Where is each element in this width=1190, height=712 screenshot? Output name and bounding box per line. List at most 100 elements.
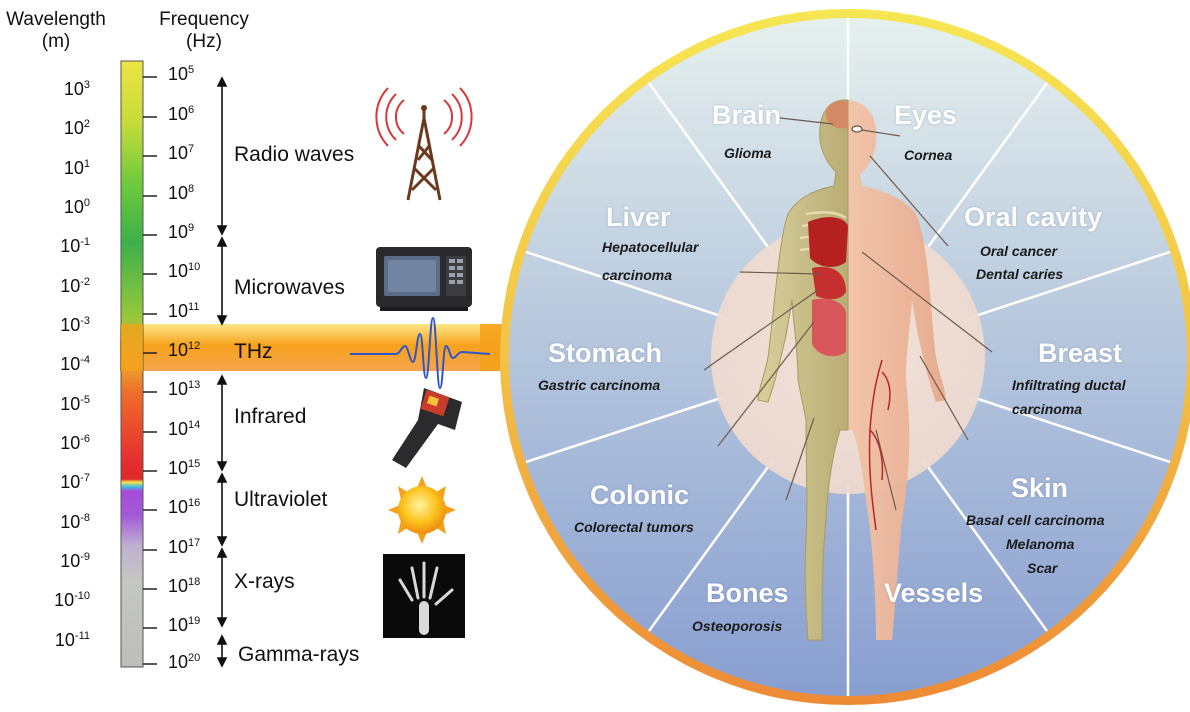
wavelength-tick-base: 10 — [60, 276, 81, 296]
skin-half — [845, 100, 946, 640]
band-label-radio: Radio waves — [234, 143, 355, 166]
wavelength-tick-exponent: 3 — [83, 79, 90, 91]
frequency-tick-9: 1014 — [168, 419, 200, 440]
frequency-tick-exponent: 9 — [188, 222, 195, 234]
pointer-lines — [703, 117, 993, 511]
wavelength-tick-base: 10 — [60, 236, 81, 256]
wavelength-tick-1: 102 — [10, 118, 90, 139]
organ-oral-cavity: Oral cavity — [964, 202, 1103, 232]
frequency-tick-base: 10 — [168, 576, 189, 596]
frequency-tick-5: 1010 — [168, 261, 200, 282]
frequency-tick-base: 10 — [168, 458, 189, 478]
stomach-organ — [812, 266, 846, 300]
organ-bones: Bones — [706, 578, 789, 608]
band-label-xrays: X-rays — [234, 570, 295, 593]
liver-organ — [808, 217, 848, 267]
frequency-tick-14: 1019 — [168, 615, 200, 636]
frequency-tick-base: 10 — [168, 301, 189, 321]
frequency-tick-exponent: 8 — [188, 183, 195, 195]
radio-tower-icon — [375, 87, 473, 201]
frequency-tick-13: 1018 — [168, 576, 200, 597]
brain-organ — [826, 100, 848, 129]
wavelength-tick-0: 103 — [10, 79, 90, 100]
disease-oral-1: Oral cancer — [980, 243, 1058, 259]
disease-skin-2: Melanoma — [1006, 536, 1075, 552]
frequency-tick-base: 10 — [168, 104, 189, 124]
sun-icon — [388, 476, 456, 544]
band-range-arrows — [216, 76, 228, 668]
frequency-tick-base: 10 — [168, 419, 189, 439]
wavelength-tick-7: 10-4 — [10, 354, 90, 375]
frequency-tick-exponent: 13 — [188, 379, 201, 391]
frequency-tick-base: 10 — [168, 615, 189, 635]
frequency-title: Frequency — [159, 9, 249, 30]
frequency-tick-10: 1015 — [168, 458, 200, 479]
wavelength-tick-base: 10 — [63, 79, 84, 99]
frequency-tick-base: 10 — [168, 64, 189, 84]
microwave-icon — [376, 247, 472, 311]
wavelength-tick-base: 10 — [60, 394, 81, 414]
wavelength-tick-base: 10 — [54, 590, 75, 610]
vessels — [868, 359, 891, 531]
frequency-tick-4: 109 — [168, 222, 194, 243]
wavelength-tick-exponent: 0 — [83, 197, 90, 209]
wavelength-tick-3: 100 — [10, 197, 90, 218]
disease-breast-2: carcinoma — [1012, 401, 1083, 417]
wavelength-tick-6: 10-3 — [10, 315, 90, 336]
wavelength-tick-base: 10 — [54, 630, 75, 650]
frequency-tick-exponent: 11 — [188, 301, 200, 313]
wavelength-tick-9: 10-6 — [10, 433, 90, 454]
disease-liver-2: carcinoma — [602, 267, 673, 283]
wavelength-tick-base: 10 — [60, 315, 81, 335]
frequency-tick-exponent: 18 — [188, 576, 201, 588]
frequency-tick-exponent: 20 — [188, 652, 201, 664]
wavelength-tick-exponent: 2 — [83, 118, 90, 130]
frequency-tick-12: 1017 — [168, 537, 200, 558]
frequency-tick-base: 10 — [168, 340, 189, 360]
wavelength-tick-exponent: -8 — [80, 512, 90, 524]
organ-skin: Skin — [1011, 473, 1069, 503]
organ-eyes: Eyes — [894, 100, 958, 130]
organ-vessels: Vessels — [884, 578, 984, 608]
wavelength-tick-12: 10-9 — [10, 551, 90, 572]
wavelength-tick-exponent: 1 — [83, 158, 90, 170]
frequency-tick-exponent: 6 — [188, 104, 195, 116]
frequency-tick-base: 10 — [168, 261, 189, 281]
frequency-unit: (Hz) — [186, 31, 222, 52]
frequency-tick-base: 10 — [168, 497, 189, 517]
disease-oral-2: Dental caries — [976, 266, 1064, 282]
frequency-tick-exponent: 16 — [188, 497, 201, 509]
thz-band-on-bar — [121, 324, 143, 371]
frequency-tick-exponent: 10 — [188, 261, 201, 273]
disease-breast-1: Infiltrating ductal — [1012, 377, 1126, 393]
wavelength-tick-11: 10-8 — [10, 512, 90, 533]
wavelength-tick-10: 10-7 — [10, 472, 90, 493]
frequency-tick-exponent: 14 — [188, 419, 201, 431]
organ-brain: Brain — [712, 100, 782, 130]
frequency-tick-exponent: 17 — [188, 537, 201, 549]
wavelength-tick-4: 10-1 — [10, 236, 90, 257]
wavelength-unit: (m) — [41, 31, 71, 52]
frequency-tick-base: 10 — [168, 652, 189, 672]
frequency-tick-base: 10 — [168, 222, 189, 242]
frequency-tick-0: 105 — [168, 64, 194, 85]
wavelength-tick-exponent: -1 — [80, 236, 90, 248]
frequency-tick-8: 1013 — [168, 379, 200, 400]
wavelength-tick-2: 101 — [10, 158, 90, 179]
frequency-tick-11: 1016 — [168, 497, 200, 518]
wavelength-header: Wavelength (m) — [6, 9, 106, 53]
frequency-tick-exponent: 7 — [188, 143, 195, 155]
frequency-header: Frequency (Hz) — [150, 9, 258, 53]
intestine-organ — [812, 298, 846, 357]
frequency-tick-base: 10 — [168, 183, 189, 203]
frequency-tick-6: 1011 — [168, 301, 199, 322]
disease-eyes: Cornea — [904, 147, 953, 163]
disease-skin-1: Basal cell carcinoma — [966, 512, 1105, 528]
frequency-tick-exponent: 15 — [188, 458, 201, 470]
frequency-tick-3: 108 — [168, 183, 194, 204]
thz-wave-icon — [350, 316, 491, 390]
disease-brain: Glioma — [724, 145, 772, 161]
wavelength-tick-13: 10-10 — [10, 590, 90, 611]
frequency-tick-15: 1020 — [168, 652, 200, 673]
band-label-ultraviolet: Ultraviolet — [234, 488, 328, 511]
